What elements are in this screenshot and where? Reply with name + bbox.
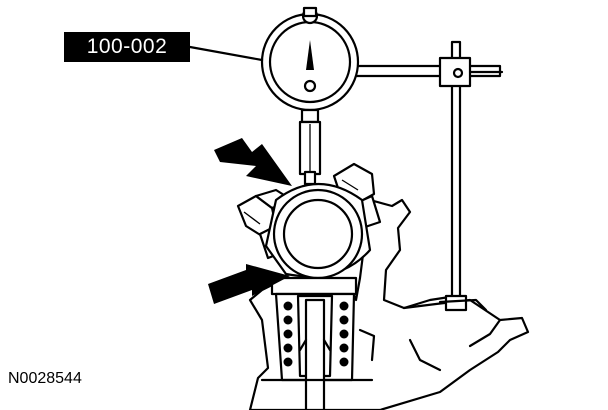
pointer-arrow-icon — [214, 138, 292, 186]
figure-id: N0028544 — [8, 370, 82, 387]
camshaft-assembly — [236, 162, 382, 280]
valve-spring-assembly — [260, 276, 374, 410]
pointer-arrow-icon — [208, 264, 290, 304]
dial-indicator-icon — [260, 6, 360, 186]
indicator-stand — [350, 40, 504, 312]
tool-callout-label: 100-002 — [64, 32, 190, 62]
callout-leader — [188, 45, 264, 62]
